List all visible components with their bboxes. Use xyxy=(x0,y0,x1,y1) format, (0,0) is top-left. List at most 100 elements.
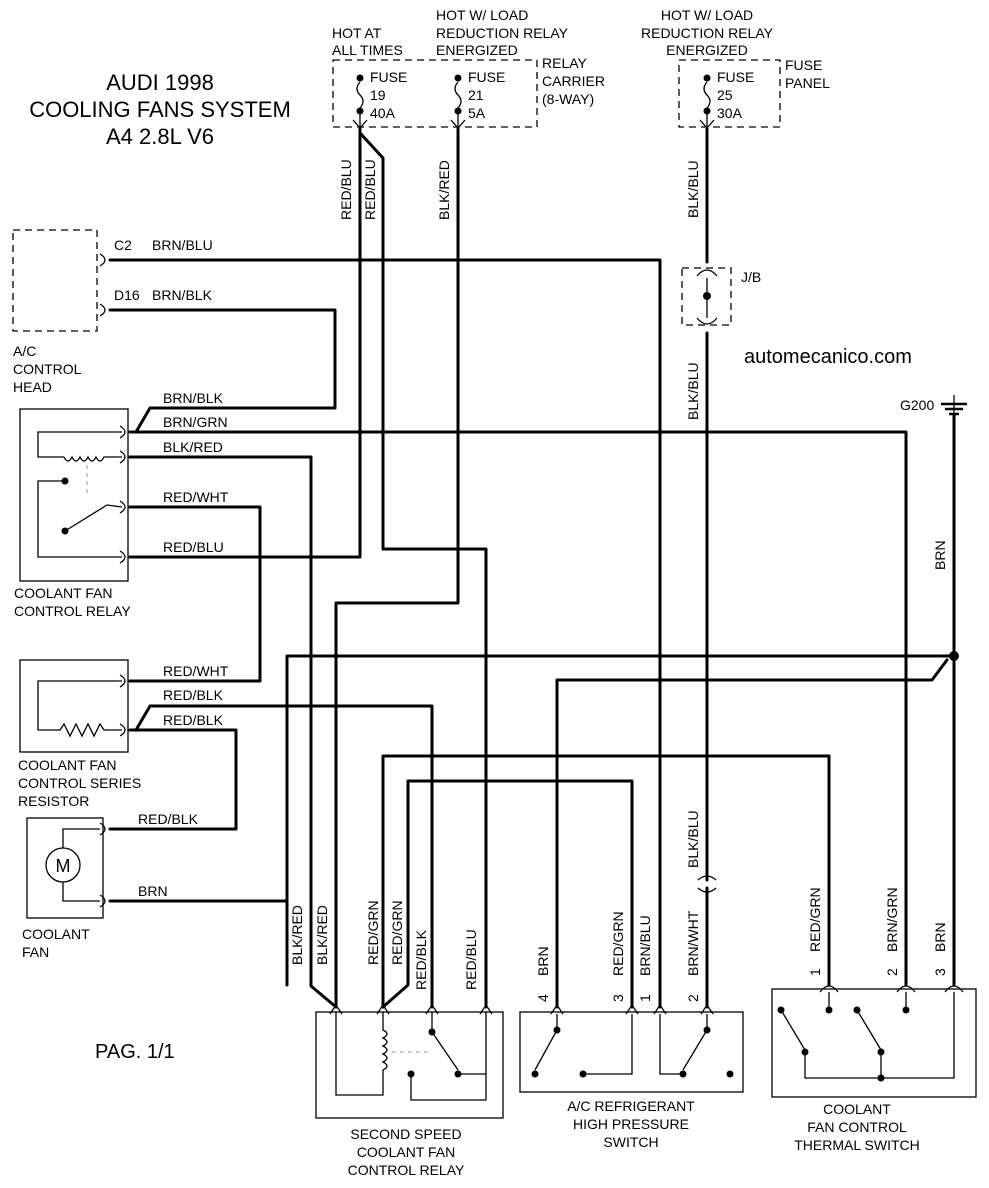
fan-label-1: COOLANT xyxy=(22,926,90,942)
wire-relay-blk-red xyxy=(128,455,338,1009)
lbl-ss-6: RED/BLU xyxy=(463,929,479,990)
fuse-19: FUSE 19 40A xyxy=(352,69,407,129)
relay-label-1: COOLANT FAN xyxy=(14,585,113,601)
wire-relay-brn-grn xyxy=(128,430,908,987)
lbl-ground: BRN xyxy=(932,540,948,570)
coolant-fan: M COOLANT FAN xyxy=(22,817,106,960)
title-line-2: COOLING FANS SYSTEM xyxy=(29,97,291,122)
wire-resistor-jog xyxy=(134,704,152,732)
lbl-ss-5: RED/BLK xyxy=(413,929,429,990)
wire-resistor-red-blk xyxy=(148,704,434,1009)
wire-ss-red-grn-2 xyxy=(381,779,634,1009)
fuse-21-number: 21 xyxy=(468,87,484,103)
pin-ac-3: 3 xyxy=(610,994,626,1002)
ac-head-line3: HEAD xyxy=(13,379,52,395)
thermal-label-3: THERMAL SWITCH xyxy=(794,1137,919,1153)
wire-c2-brn-blu xyxy=(108,258,662,1009)
thermal-label-1: COOLANT xyxy=(823,1101,891,1117)
diagram-title: AUDI 1998 COOLING FANS SYSTEM A4 2.8L V6 xyxy=(29,70,291,149)
hot-relay2-line2: REDUCTION RELAY xyxy=(641,25,774,41)
lbl-ac-1: BRN xyxy=(535,946,551,976)
relay-carrier-box xyxy=(332,59,538,128)
c2-label: C2 xyxy=(114,237,132,253)
fuse-21: FUSE 21 5A xyxy=(450,69,505,129)
lbl-ac-4: BRN/WHT xyxy=(685,910,701,976)
fuse-25-rating: 30A xyxy=(717,105,743,121)
lbl-ts-3: BRN xyxy=(932,922,948,952)
lbl-resistor-2: RED/BLK xyxy=(163,687,224,703)
resistor-label-1: COOLANT FAN xyxy=(18,757,117,773)
lbl-ss-4: RED/GRN xyxy=(389,900,405,965)
relay-label-2: CONTROL RELAY xyxy=(14,603,131,619)
wire-ss-red-grn-1 xyxy=(381,754,831,1009)
pin-ts-1: 1 xyxy=(807,968,823,976)
lbl-fan-1: RED/BLK xyxy=(138,811,199,827)
hot-at-all-times-2: ALL TIMES xyxy=(332,42,403,58)
fuse-21-rating: 5A xyxy=(468,105,486,121)
hot-at-all-times-1: HOT AT xyxy=(332,25,382,41)
lbl-fuse19-1: RED/BLU xyxy=(338,159,354,220)
hot-relay2-line1: HOT W/ LOAD xyxy=(661,7,753,23)
fuse-25: FUSE 25 30A xyxy=(699,69,754,129)
ss-relay-label-2: COOLANT FAN xyxy=(357,1144,456,1160)
ac-switch-label-3: SWITCH xyxy=(603,1134,658,1150)
fuse-panel-line1: FUSE xyxy=(785,57,822,73)
power-labels: HOT AT ALL TIMES HOT W/ LOAD REDUCTION R… xyxy=(332,7,830,107)
resistor-label-2: CONTROL SERIES xyxy=(18,775,141,791)
pin-ac-2: 2 xyxy=(685,994,701,1002)
inline-connector xyxy=(697,875,717,893)
lbl-ts-1: RED/GRN xyxy=(807,887,823,952)
fan-label-2: FAN xyxy=(22,944,49,960)
ss-relay-label-3: CONTROL RELAY xyxy=(348,1162,465,1178)
ac-control-head: C2 D16 A/C CONTROL HEAD xyxy=(12,229,140,395)
title-line-3: A4 2.8L V6 xyxy=(106,124,214,149)
fuse-panel-line2: PANEL xyxy=(785,75,830,91)
lbl-ac-2: RED/GRN xyxy=(610,911,626,976)
wires xyxy=(108,127,956,1009)
vertical-wire-labels: RED/BLU RED/BLU BLK/RED BLK/BLU BLK/BLU … xyxy=(289,159,948,990)
resistor-label-3: RESISTOR xyxy=(18,793,89,809)
fuse-19-rating: 40A xyxy=(370,105,396,121)
lbl-d16: BRN/BLK xyxy=(152,287,213,303)
ground-splice-dot xyxy=(949,651,959,661)
page-number: PAG. 1/1 xyxy=(95,1041,175,1063)
title-line-1: AUDI 1998 xyxy=(106,70,214,95)
thermal-switch: COOLANT FAN CONTROL THERMAL SWITCH xyxy=(771,985,977,1153)
fuse-25-number: 25 xyxy=(717,87,733,103)
junction-block: J/B xyxy=(681,267,761,326)
lbl-ss-2: BLK/RED xyxy=(314,905,330,965)
lbl-jb-out: BLK/BLU xyxy=(685,362,701,420)
lbl-fan-2: BRN xyxy=(138,883,168,899)
wire-relay-red-wht xyxy=(128,505,262,683)
wire-ground-bus-2 xyxy=(555,658,949,1009)
wire-d16-brn-blk xyxy=(108,308,337,434)
lbl-ac-3: BRN/BLU xyxy=(637,915,653,976)
lbl-relay-4: RED/WHT xyxy=(163,489,229,505)
ac-head-line2: CONTROL xyxy=(13,361,82,377)
lbl-fuse25: BLK/BLU xyxy=(685,160,701,218)
pin-numbers: 4 3 1 2 1 2 3 xyxy=(535,968,948,1002)
lbl-resistor-1: RED/WHT xyxy=(163,663,229,679)
ac-switch-label-1: A/C REFRIGERANT xyxy=(567,1098,695,1114)
thermal-label-2: FAN CONTROL xyxy=(807,1119,907,1135)
second-speed-relay: SECOND SPEED COOLANT FAN CONTROL RELAY xyxy=(315,1003,504,1178)
hot-relay2-line3: ENERGIZED xyxy=(666,42,748,58)
lbl-ac-in: BLK/BLU xyxy=(685,810,701,868)
ground-symbol: G200 xyxy=(900,395,967,416)
fuse-19-number: 19 xyxy=(370,87,386,103)
lbl-c2: BRN/BLU xyxy=(152,237,213,253)
relay-carrier-line3: (8-WAY) xyxy=(542,91,594,107)
d16-label: D16 xyxy=(114,287,140,303)
lbl-fuse19-2: RED/BLU xyxy=(362,159,378,220)
horizontal-wire-labels: BRN/BLU BRN/BLK BRN/BLK BRN/GRN BLK/RED … xyxy=(138,237,229,899)
watermark: automecanico.com xyxy=(744,346,912,368)
motor-symbol: M xyxy=(56,856,71,876)
ss-relay-label-1: SECOND SPEED xyxy=(350,1126,461,1142)
fuse-25-name: FUSE xyxy=(717,69,754,85)
fuse-21-name: FUSE xyxy=(468,69,505,85)
pin-ts-2: 2 xyxy=(884,968,900,976)
wire-ground-bus-1 xyxy=(285,654,956,987)
hot-relay1-line2: REDUCTION RELAY xyxy=(436,25,569,41)
